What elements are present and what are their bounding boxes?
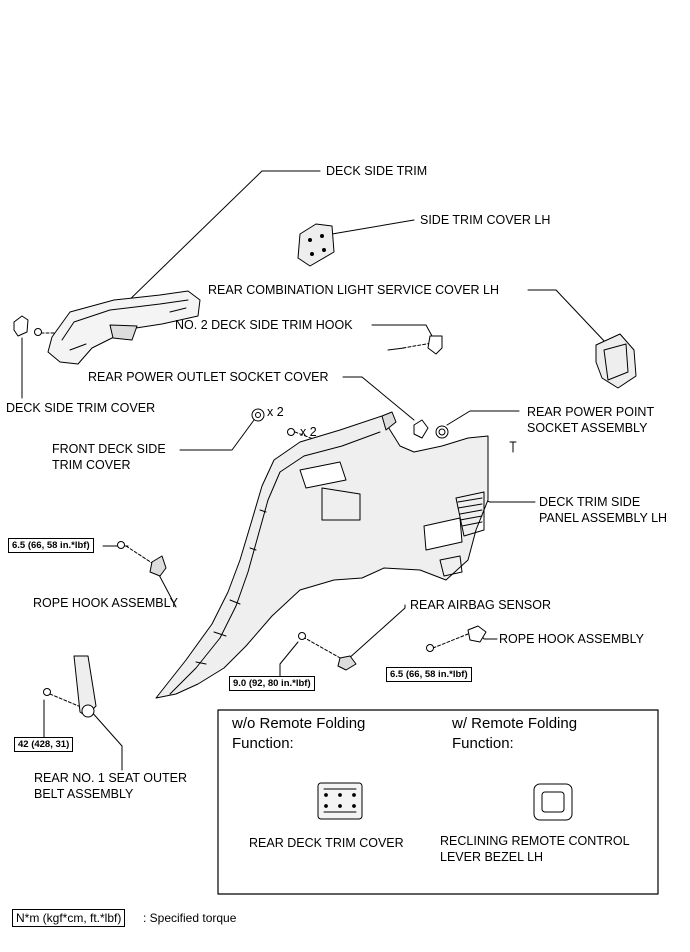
leader-lines [21, 170, 607, 771]
deck-side-trim-cover-part [13, 315, 29, 337]
variant-left-heading-line1: w/o Remote Folding [232, 715, 366, 732]
label-rear-power-point-line1: REAR POWER POINT [527, 405, 655, 419]
label-rear-deck-trim-cover: REAR DECK TRIM COVER [249, 836, 404, 850]
label-front-deck-side-line2: TRIM COVER [52, 458, 131, 472]
label-rear-power-point-line2: SOCKET ASSEMBLY [527, 421, 648, 435]
torque-airbag-sensor: 9.0 (92, 80 in.*lbf) [229, 676, 315, 691]
label-deck-side-trim: DECK SIDE TRIM [326, 164, 428, 178]
label-rear-power-outlet-socket-cover: REAR POWER OUTLET SOCKET COVER [88, 370, 329, 384]
rope-hook-right-part [426, 625, 487, 652]
label-deck-trim-side-line1: DECK TRIM SIDE [539, 495, 641, 509]
deck-trim-side-panel-part [155, 411, 489, 699]
variant-right-heading-line2: Function: [452, 735, 514, 752]
screw-deck-trim [34, 328, 42, 336]
rear-airbag-sensor-part [298, 632, 357, 671]
label-no2-deck-side-trim-hook: NO. 2 DECK SIDE TRIM HOOK [175, 318, 353, 332]
label-rope-hook-assembly-right: ROPE HOOK ASSEMBLY [499, 632, 644, 646]
variant-right-heading-line1: w/ Remote Folding [452, 715, 578, 732]
rear-deck-trim-cover-part [317, 782, 363, 820]
torque-seat-belt: 42 (428, 31) [14, 737, 74, 752]
label-seat-belt-line1: REAR NO. 1 SEAT OUTER [34, 771, 188, 785]
side-trim-cover-part [297, 223, 335, 267]
seat-belt-part [43, 655, 97, 718]
no2-deck-side-trim-hook-part [387, 335, 443, 355]
label-seat-belt-line2: BELT ASSEMBLY [34, 787, 134, 801]
label-front-deck-side-line1: FRONT DECK SIDE [52, 442, 166, 456]
front-deck-clips [251, 408, 295, 436]
legend-torque-key: N*m (kgf*cm, ft.*lbf) [12, 909, 126, 927]
rear-combination-light-cover-part [595, 333, 637, 389]
variant-left-heading-line2: Function: [232, 735, 294, 752]
qty-front-cover: x 2 [267, 405, 284, 419]
label-reclining-bezel-line2: LEVER BEZEL LH [440, 850, 544, 864]
label-rear-combination-light-service-cover-lh: REAR COMBINATION LIGHT SERVICE COVER LH [208, 283, 500, 297]
label-rear-airbag-sensor: REAR AIRBAG SENSOR [410, 598, 552, 612]
label-deck-trim-side-line2: PANEL ASSEMBLY LH [539, 511, 668, 525]
label-reclining-bezel-line1: RECLINING REMOTE CONTROL [440, 834, 630, 848]
legend-torque-text: : Specified torque [143, 911, 237, 925]
reclining-lever-bezel-part [533, 783, 573, 821]
variant-box [217, 709, 659, 895]
qty-clip: x 2 [300, 425, 317, 439]
fastener-lines [35, 332, 469, 711]
power-outlet-parts [413, 419, 517, 453]
rope-hook-left-part [117, 541, 167, 577]
label-rope-hook-assembly-left: ROPE HOOK ASSEMBLY [33, 596, 178, 610]
label-side-trim-cover-lh: SIDE TRIM COVER LH [420, 213, 551, 227]
deck-side-trim-part [47, 290, 201, 365]
torque-rope-hook-right: 6.5 (66, 58 in.*lbf) [386, 667, 472, 682]
torque-rope-hook-left: 6.5 (66, 58 in.*lbf) [8, 538, 94, 553]
label-deck-side-trim-cover: DECK SIDE TRIM COVER [6, 401, 156, 415]
